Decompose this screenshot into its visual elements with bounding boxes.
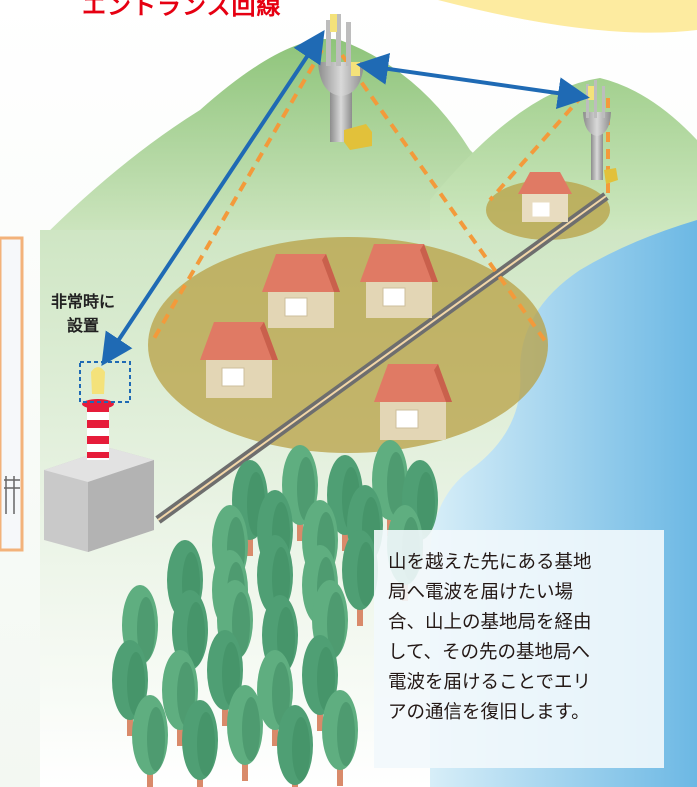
description-box: 山を越えた先にある基地 局へ電波を届けたい場 合、山上の基地局を経由 して、その…	[374, 530, 664, 768]
diagram-heading: エントランス回線	[82, 0, 282, 20]
description-line-3: 合、山上の基地局を経由	[388, 612, 592, 633]
tree	[282, 445, 318, 541]
house-upper-right	[518, 172, 572, 222]
tree	[182, 700, 218, 787]
description-line-6: アの通信を復旧します。	[388, 702, 590, 723]
link-arrow-mountain-to-far	[356, 52, 590, 110]
tree	[342, 530, 378, 626]
description-line-1: 山を越えた先にある基地	[388, 552, 592, 573]
install-label-line-2: 設置	[66, 316, 99, 335]
road-center-line	[157, 195, 607, 521]
tree	[302, 635, 338, 731]
house-2	[360, 244, 438, 318]
tree	[277, 705, 313, 787]
tree	[257, 650, 293, 746]
tree	[372, 440, 408, 536]
far-base-station-icon	[583, 80, 618, 184]
install-label-line-1: 非常時に	[50, 292, 115, 311]
forest	[112, 440, 438, 787]
mountain-top-base-station-icon	[318, 14, 372, 150]
description-line-2: 局へ電波を届けたい場	[388, 582, 574, 603]
description-line-4: して、その先の基地局へ	[388, 642, 591, 663]
house-3	[200, 322, 278, 398]
tree	[112, 640, 148, 736]
tree	[132, 695, 168, 787]
tree	[227, 685, 263, 781]
tree	[322, 690, 358, 786]
house-1	[262, 254, 340, 328]
link-arrow-emergency-to-mountain	[101, 30, 325, 366]
tree	[207, 630, 243, 726]
description-line-5: 電波を届けることでエリ	[388, 672, 591, 693]
left-panel-edge	[0, 236, 24, 552]
emergency-install-label: 非常時に 設置	[34, 290, 132, 338]
house-4	[374, 364, 452, 440]
speech-bubble-corner	[438, 0, 697, 33]
